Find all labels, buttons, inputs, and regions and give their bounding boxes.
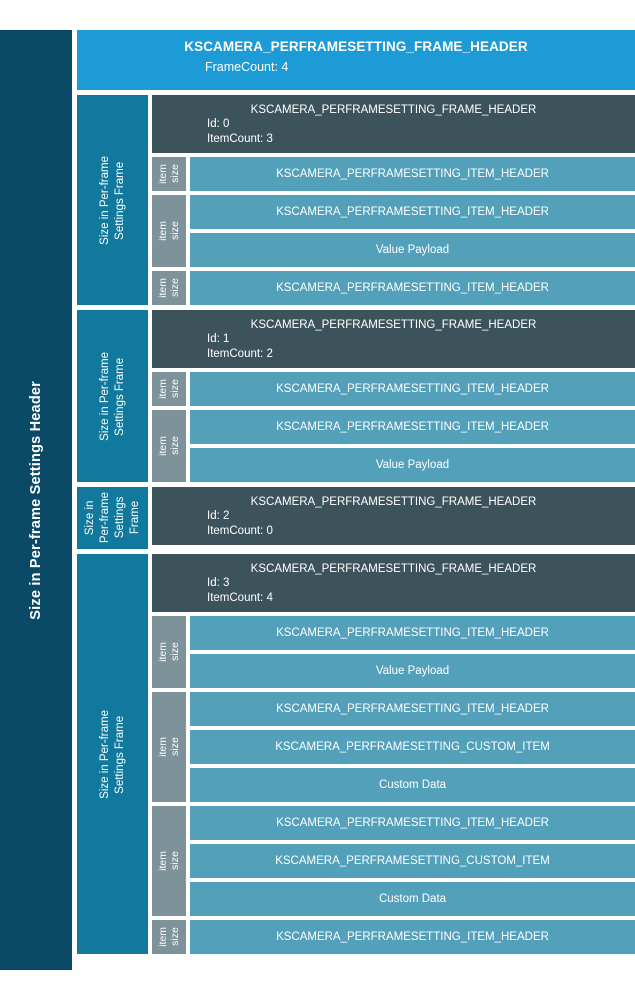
item-group: item size KSCAMERA_PERFRAMESETTING_ITEM_H…: [152, 372, 635, 406]
item-rows: KSCAMERA_PERFRAMESETTING_ITEM_HEADER KSCA…: [190, 692, 635, 802]
item-group: item size KSCAMERA_PERFRAMESETTING_ITEM_H…: [152, 806, 635, 916]
item-group: item size KSCAMERA_PERFRAMESETTING_ITEM_H…: [152, 410, 635, 482]
item-row: KSCAMERA_PERFRAMESETTING_ITEM_HEADER: [190, 195, 635, 229]
frame-header-title: KSCAMERA_PERFRAMESETTING_FRAME_HEADER: [250, 563, 537, 575]
frame-body: KSCAMERA_PERFRAMESETTING_FRAME_HEADER Id:…: [152, 487, 635, 549]
item-size-label-text: item size: [157, 379, 181, 399]
frame-size-label-text: Size in Per-frame Settings Frame: [98, 351, 126, 441]
item-row: Value Payload: [190, 654, 635, 688]
item-group: item size KSCAMERA_PERFRAMESETTING_ITEM_H…: [152, 692, 635, 802]
item-rows: KSCAMERA_PERFRAMESETTING_ITEM_HEADER: [190, 372, 635, 406]
item-row: KSCAMERA_PERFRAMESETTING_ITEM_HEADER: [190, 372, 635, 406]
frame-size-label: Size in Per-frame Settings Frame: [77, 487, 148, 549]
item-rows: KSCAMERA_PERFRAMESETTING_ITEM_HEADER KSCA…: [190, 806, 635, 916]
frame-size-label-text: Size in Per-frame Settings Frame: [98, 709, 126, 799]
item-row: KSCAMERA_PERFRAMESETTING_ITEM_HEADER: [190, 692, 635, 726]
outer-size-bar: Size in Per-frame Settings Header: [0, 30, 72, 970]
item-size-label: item size: [152, 372, 186, 406]
frame-header-meta: Id: 3 ItemCount: 4: [207, 577, 273, 604]
perframe-settings-header-framecount: FrameCount: 4: [205, 60, 289, 74]
frame-header-meta: Id: 2 ItemCount: 0: [207, 510, 273, 537]
item-size-label-text: item size: [157, 436, 181, 456]
item-row: Value Payload: [190, 448, 635, 482]
frame-header: KSCAMERA_PERFRAMESETTING_FRAME_HEADER Id:…: [152, 554, 635, 612]
frame-size-label-text: Size in Per-frame Settings Frame: [83, 492, 141, 544]
item-size-label-text: item size: [157, 278, 181, 298]
frames-container: KSCAMERA_PERFRAMESETTING_FRAME_HEADER Fr…: [77, 30, 635, 954]
item-size-label: item size: [152, 271, 186, 305]
perframe-settings-header: KSCAMERA_PERFRAMESETTING_FRAME_HEADER Fr…: [77, 30, 635, 90]
item-size-label: item size: [152, 157, 186, 191]
item-row: KSCAMERA_PERFRAMESETTING_ITEM_HEADER: [190, 410, 635, 444]
frame-header-title: KSCAMERA_PERFRAMESETTING_FRAME_HEADER: [250, 496, 537, 508]
item-row: KSCAMERA_PERFRAMESETTING_CUSTOM_ITEM: [190, 730, 635, 764]
frame-size-label: Size in Per-frame Settings Frame: [77, 554, 148, 954]
item-row: Value Payload: [190, 233, 635, 267]
item-row: Custom Data: [190, 768, 635, 802]
frame-header: KSCAMERA_PERFRAMESETTING_FRAME_HEADER Id:…: [152, 487, 635, 545]
frame-size-label: Size in Per-frame Settings Frame: [77, 310, 148, 482]
frame-size-label-text: Size in Per-frame Settings Frame: [98, 155, 126, 245]
item-group: item size KSCAMERA_PERFRAMESETTING_ITEM_H…: [152, 157, 635, 191]
item-size-label-text: item size: [157, 737, 181, 757]
item-size-label-text: item size: [157, 851, 181, 871]
item-row: KSCAMERA_PERFRAMESETTING_ITEM_HEADER: [190, 616, 635, 650]
frame-body: KSCAMERA_PERFRAMESETTING_FRAME_HEADER Id:…: [152, 310, 635, 482]
item-group: item size KSCAMERA_PERFRAMESETTING_ITEM_H…: [152, 195, 635, 267]
item-size-label-text: item size: [157, 221, 181, 241]
item-row: KSCAMERA_PERFRAMESETTING_ITEM_HEADER: [190, 157, 635, 191]
item-rows: KSCAMERA_PERFRAMESETTING_ITEM_HEADER Valu…: [190, 410, 635, 482]
item-size-label: item size: [152, 410, 186, 482]
item-rows: KSCAMERA_PERFRAMESETTING_ITEM_HEADER Valu…: [190, 616, 635, 688]
item-rows: KSCAMERA_PERFRAMESETTING_ITEM_HEADER: [190, 157, 635, 191]
item-group: item size KSCAMERA_PERFRAMESETTING_ITEM_H…: [152, 616, 635, 688]
frame-header-meta: Id: 0 ItemCount: 3: [207, 118, 273, 145]
item-rows: KSCAMERA_PERFRAMESETTING_ITEM_HEADER: [190, 271, 635, 305]
outer-size-bar-label: Size in Per-frame Settings Header: [28, 380, 44, 620]
item-size-label-text: item size: [157, 927, 181, 947]
frame-header-title: KSCAMERA_PERFRAMESETTING_FRAME_HEADER: [250, 319, 537, 331]
item-size-label: item size: [152, 692, 186, 802]
frame-body: KSCAMERA_PERFRAMESETTING_FRAME_HEADER Id:…: [152, 554, 635, 954]
item-size-label: item size: [152, 920, 186, 954]
item-group: item size KSCAMERA_PERFRAMESETTING_ITEM_H…: [152, 271, 635, 305]
item-row: KSCAMERA_PERFRAMESETTING_ITEM_HEADER: [190, 806, 635, 840]
item-row: KSCAMERA_PERFRAMESETTING_ITEM_HEADER: [190, 920, 635, 954]
frame-header-meta: Id: 1 ItemCount: 2: [207, 333, 273, 360]
item-size-label: item size: [152, 195, 186, 267]
frame-size-label: Size in Per-frame Settings Frame: [77, 95, 148, 305]
item-group: item size KSCAMERA_PERFRAMESETTING_ITEM_H…: [152, 920, 635, 954]
item-size-label: item size: [152, 616, 186, 688]
item-size-label-text: item size: [157, 642, 181, 662]
item-row: KSCAMERA_PERFRAMESETTING_ITEM_HEADER: [190, 271, 635, 305]
frame-body: KSCAMERA_PERFRAMESETTING_FRAME_HEADER Id:…: [152, 95, 635, 305]
item-rows: KSCAMERA_PERFRAMESETTING_ITEM_HEADER Valu…: [190, 195, 635, 267]
perframe-settings-header-title: KSCAMERA_PERFRAMESETTING_FRAME_HEADER: [184, 39, 528, 54]
frame-header: KSCAMERA_PERFRAMESETTING_FRAME_HEADER Id:…: [152, 310, 635, 368]
frame-header-title: KSCAMERA_PERFRAMESETTING_FRAME_HEADER: [250, 104, 537, 116]
frame-header: KSCAMERA_PERFRAMESETTING_FRAME_HEADER Id:…: [152, 95, 635, 153]
item-rows: KSCAMERA_PERFRAMESETTING_ITEM_HEADER: [190, 920, 635, 954]
item-size-label-text: item size: [157, 164, 181, 184]
item-row: KSCAMERA_PERFRAMESETTING_CUSTOM_ITEM: [190, 844, 635, 878]
item-size-label: item size: [152, 806, 186, 916]
item-row: Custom Data: [190, 882, 635, 916]
